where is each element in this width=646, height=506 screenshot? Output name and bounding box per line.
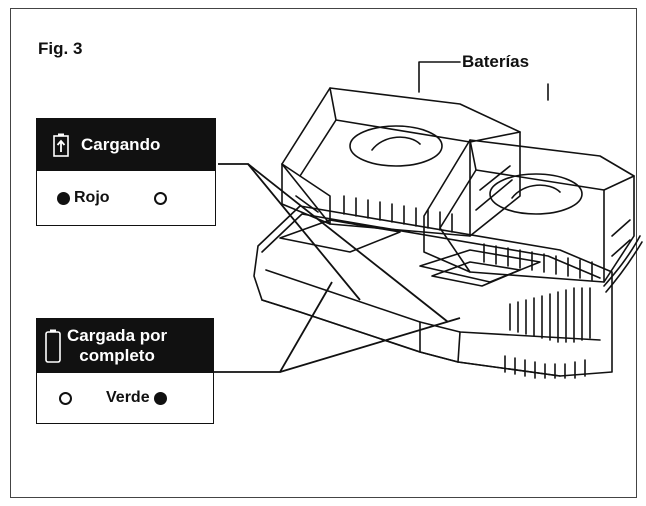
battery-full-icon	[45, 329, 61, 363]
charging-status-box: Cargando Rojo	[36, 118, 216, 226]
charging-leader-a	[218, 163, 361, 301]
charging-status-title: Cargando	[81, 135, 161, 154]
charged-leader-b	[279, 317, 461, 373]
battery-front	[423, 139, 635, 283]
batteries-leader-line	[418, 61, 461, 93]
charged-leader-a	[214, 281, 333, 373]
figure-frame	[10, 8, 637, 498]
charger-slot-2	[419, 249, 541, 283]
charged-status-title-line2: completo	[79, 346, 155, 365]
charger-cord	[603, 235, 641, 287]
red-led-on-indicator	[57, 191, 70, 205]
charging-leader-b	[247, 163, 449, 323]
led-off-indicator	[59, 391, 72, 405]
led-off-indicator	[153, 191, 167, 205]
battery-rear	[281, 87, 521, 237]
charging-status-header: Cargando	[37, 119, 215, 171]
charged-indicator-label: Verde	[106, 389, 150, 406]
charger-base-outline	[253, 205, 613, 377]
batteries-callout: Baterías	[462, 52, 530, 71]
charged-indicator-row: Verde	[37, 373, 213, 423]
charging-indicator-label: Rojo	[74, 189, 110, 206]
battery-charging-icon	[53, 133, 69, 157]
charged-status-box: Cargada por completo Verde	[36, 318, 214, 424]
green-led-on-indicator	[153, 391, 167, 405]
charged-status-header: Cargada por completo	[37, 319, 213, 373]
charger-vents	[504, 287, 591, 379]
figure-label: Fig. 3	[38, 39, 83, 58]
charger-base-top	[261, 213, 601, 279]
charger-slot	[279, 219, 401, 253]
charging-indicator-row: Rojo	[37, 171, 215, 225]
charged-status-title-line1: Cargada por	[67, 326, 168, 345]
